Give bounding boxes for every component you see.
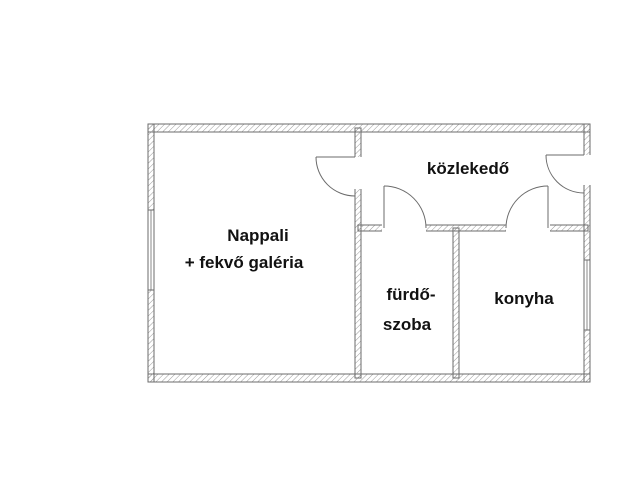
doors	[315, 154, 585, 229]
door-nappali	[315, 156, 356, 197]
wall-bottom	[147, 373, 591, 383]
wall-bath-kitchen	[452, 227, 460, 379]
wall-nappali-right	[354, 127, 362, 379]
interior-walls	[354, 127, 589, 379]
door-openings	[354, 155, 591, 232]
door-entrance	[545, 154, 585, 194]
label-konyha: konyha	[494, 289, 554, 308]
label-kozlekedo: közlekedő	[427, 159, 509, 178]
label-furdoszoba-line2: szoba	[383, 315, 432, 334]
label-nappali-line2: + fekvő galéria	[185, 253, 304, 272]
door-konyha	[505, 185, 549, 229]
door-furdoszoba	[383, 185, 427, 229]
label-nappali-line1: Nappali	[227, 226, 288, 245]
wall-kozlekedo-bottom	[357, 224, 589, 232]
wall-top	[147, 123, 591, 133]
windows	[147, 209, 591, 331]
label-furdoszoba-line1: fürdő-	[386, 285, 435, 304]
wall-right	[583, 123, 591, 383]
room-labels: Nappali + fekvő galéria közlekedő fürdő-…	[185, 159, 555, 334]
